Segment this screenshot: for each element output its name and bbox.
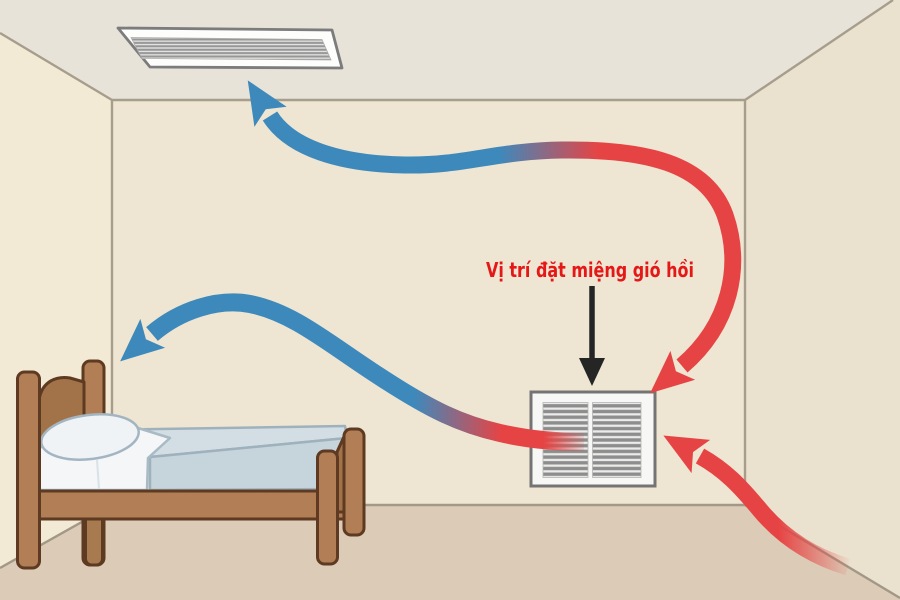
bed-side-rail — [17, 489, 354, 521]
sheet-crease — [96, 459, 100, 490]
return-grille-slats-right — [592, 402, 642, 478]
ceiling-diffuser-slats — [130, 37, 332, 61]
pillow — [40, 413, 140, 461]
upper-circulation-arrow — [247, 80, 742, 394]
floor-return-arrow — [663, 435, 851, 576]
footboard-post-inner — [316, 449, 339, 566]
bed — [16, 359, 366, 570]
floor — [0, 505, 900, 600]
ceiling — [0, 0, 893, 100]
headboard-post-left — [16, 370, 41, 570]
ceiling-edge-right — [744, 0, 894, 101]
ceiling-diffuser — [116, 26, 344, 70]
annotation: Vị trí đặt miệng gió hồi — [486, 258, 694, 386]
footboard-post-outer — [342, 427, 366, 537]
annotation-pointer-head — [579, 358, 605, 386]
annotation-label: Vị trí đặt miệng gió hồi — [486, 258, 694, 282]
ceiling-edge-left — [0, 31, 113, 102]
right-wall — [745, 0, 900, 598]
lower-circulation-arrow — [120, 293, 585, 451]
airflow-arrows — [120, 80, 851, 576]
